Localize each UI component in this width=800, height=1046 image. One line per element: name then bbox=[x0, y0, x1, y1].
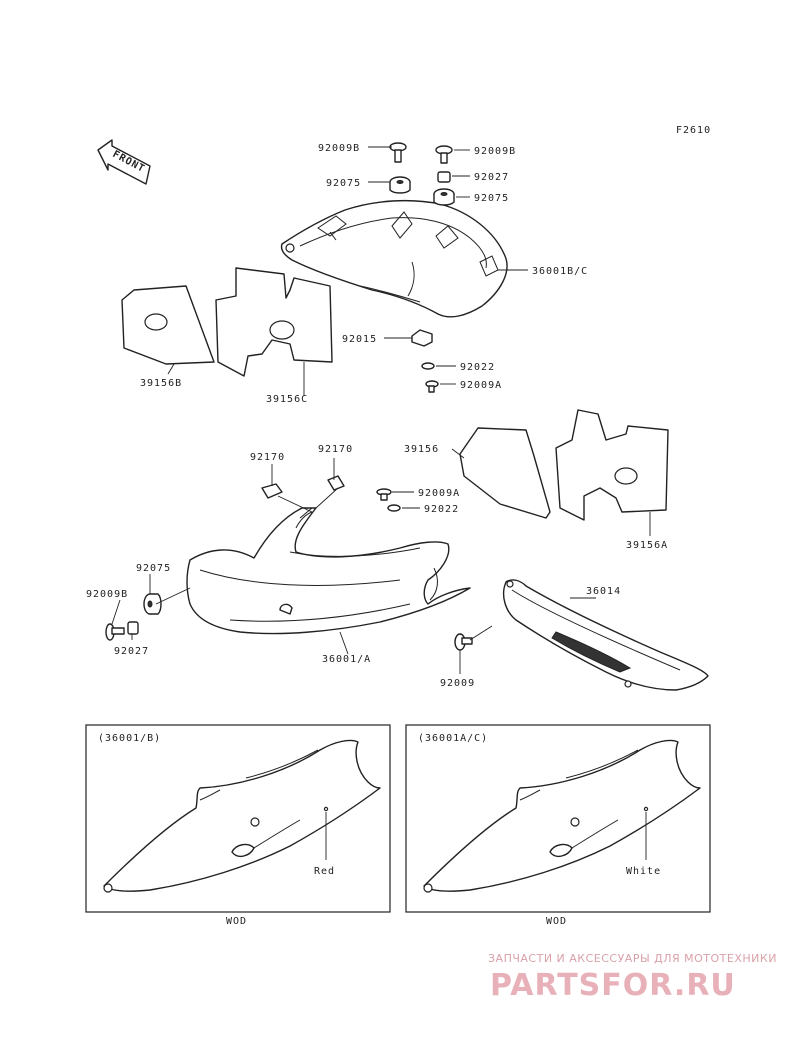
bolt-92009 bbox=[454, 633, 473, 651]
grommet-92075-top-left bbox=[389, 176, 411, 194]
watermark: ЗАПЧАСТИ И АКСЕССУАРЫ ДЛЯ МОТОТЕХНИКИ PA… bbox=[488, 952, 777, 1003]
collar-92027-top bbox=[437, 171, 451, 183]
label-36001A: 36001/A bbox=[322, 654, 371, 665]
pad-39156B bbox=[121, 285, 215, 365]
bolt-92009B-left bbox=[105, 623, 125, 641]
label-92009A-top: 92009A bbox=[460, 380, 502, 391]
label-92027-left: 92027 bbox=[114, 646, 149, 657]
grommet-92075-top-right bbox=[433, 188, 455, 206]
washer-92022-top bbox=[421, 362, 435, 370]
label-92022-mid: 92022 bbox=[424, 504, 459, 515]
label-92009B-left: 92009B bbox=[86, 589, 128, 600]
variant-box-right-footer: WOD bbox=[546, 916, 567, 927]
label-92075-top-right: 92075 bbox=[474, 193, 509, 204]
label-39156C: 39156C bbox=[266, 394, 308, 405]
watermark-tagline: ЗАПЧАСТИ И АКСЕССУАРЫ ДЛЯ МОТОТЕХНИКИ bbox=[488, 952, 777, 965]
pad-39156C bbox=[215, 267, 333, 377]
color-label-left: Red bbox=[314, 866, 335, 877]
fastener-92009B-right-top bbox=[435, 145, 453, 164]
bolt-92009A-mid bbox=[376, 488, 392, 501]
variant-box-left-title: (36001/B) bbox=[98, 733, 161, 744]
pad-39156A bbox=[555, 409, 669, 521]
nut-92015 bbox=[411, 329, 433, 347]
collar-92027-left bbox=[127, 621, 139, 635]
washer-92022-mid bbox=[387, 504, 401, 512]
label-39156: 39156 bbox=[404, 444, 439, 455]
chain-guard-36014 bbox=[502, 579, 709, 691]
label-39156A: 39156A bbox=[626, 540, 668, 551]
label-36014: 36014 bbox=[586, 586, 621, 597]
label-92015: 92015 bbox=[342, 334, 377, 345]
figure-code: F2610 bbox=[676, 125, 711, 136]
bolt-92009A-top bbox=[425, 380, 439, 393]
label-92075-top-left: 92075 bbox=[326, 178, 361, 189]
variant-box-left: (36001/B) Red WOD bbox=[85, 724, 391, 927]
label-92022-top: 92022 bbox=[460, 362, 495, 373]
label-92009B-right-top: 92009B bbox=[474, 146, 516, 157]
variant-box-right-title: (36001A/C) bbox=[418, 733, 488, 744]
label-36001BC: 36001B/C bbox=[532, 266, 588, 277]
label-92009: 92009 bbox=[440, 678, 475, 689]
label-92075-left: 92075 bbox=[136, 563, 171, 574]
label-92009B-left-top: 92009B bbox=[318, 143, 360, 154]
watermark-brand: PARTSFOR.RU bbox=[490, 968, 736, 1003]
leader-lines-middle bbox=[111, 448, 651, 674]
front-arrow-icon: FRONT bbox=[97, 139, 151, 185]
label-92027-top: 92027 bbox=[474, 172, 509, 183]
pad-39156 bbox=[459, 427, 551, 519]
variant-box-left-footer: WOD bbox=[226, 916, 247, 927]
clip-92170-b bbox=[327, 475, 345, 491]
label-39156B: 39156B bbox=[140, 378, 182, 389]
label-92009A-mid: 92009A bbox=[418, 488, 460, 499]
grommet-92075-left bbox=[143, 593, 162, 615]
clip-92170-a bbox=[261, 483, 283, 499]
fastener-92009B-left-top bbox=[389, 142, 407, 163]
label-92170-b: 92170 bbox=[318, 444, 353, 455]
label-92170-a: 92170 bbox=[250, 452, 285, 463]
variant-box-right: (36001A/C) White WOD bbox=[405, 724, 711, 927]
leader-lines-top bbox=[167, 146, 528, 396]
color-label-right: White bbox=[626, 866, 661, 877]
lower-cowl-36001A bbox=[186, 507, 471, 635]
